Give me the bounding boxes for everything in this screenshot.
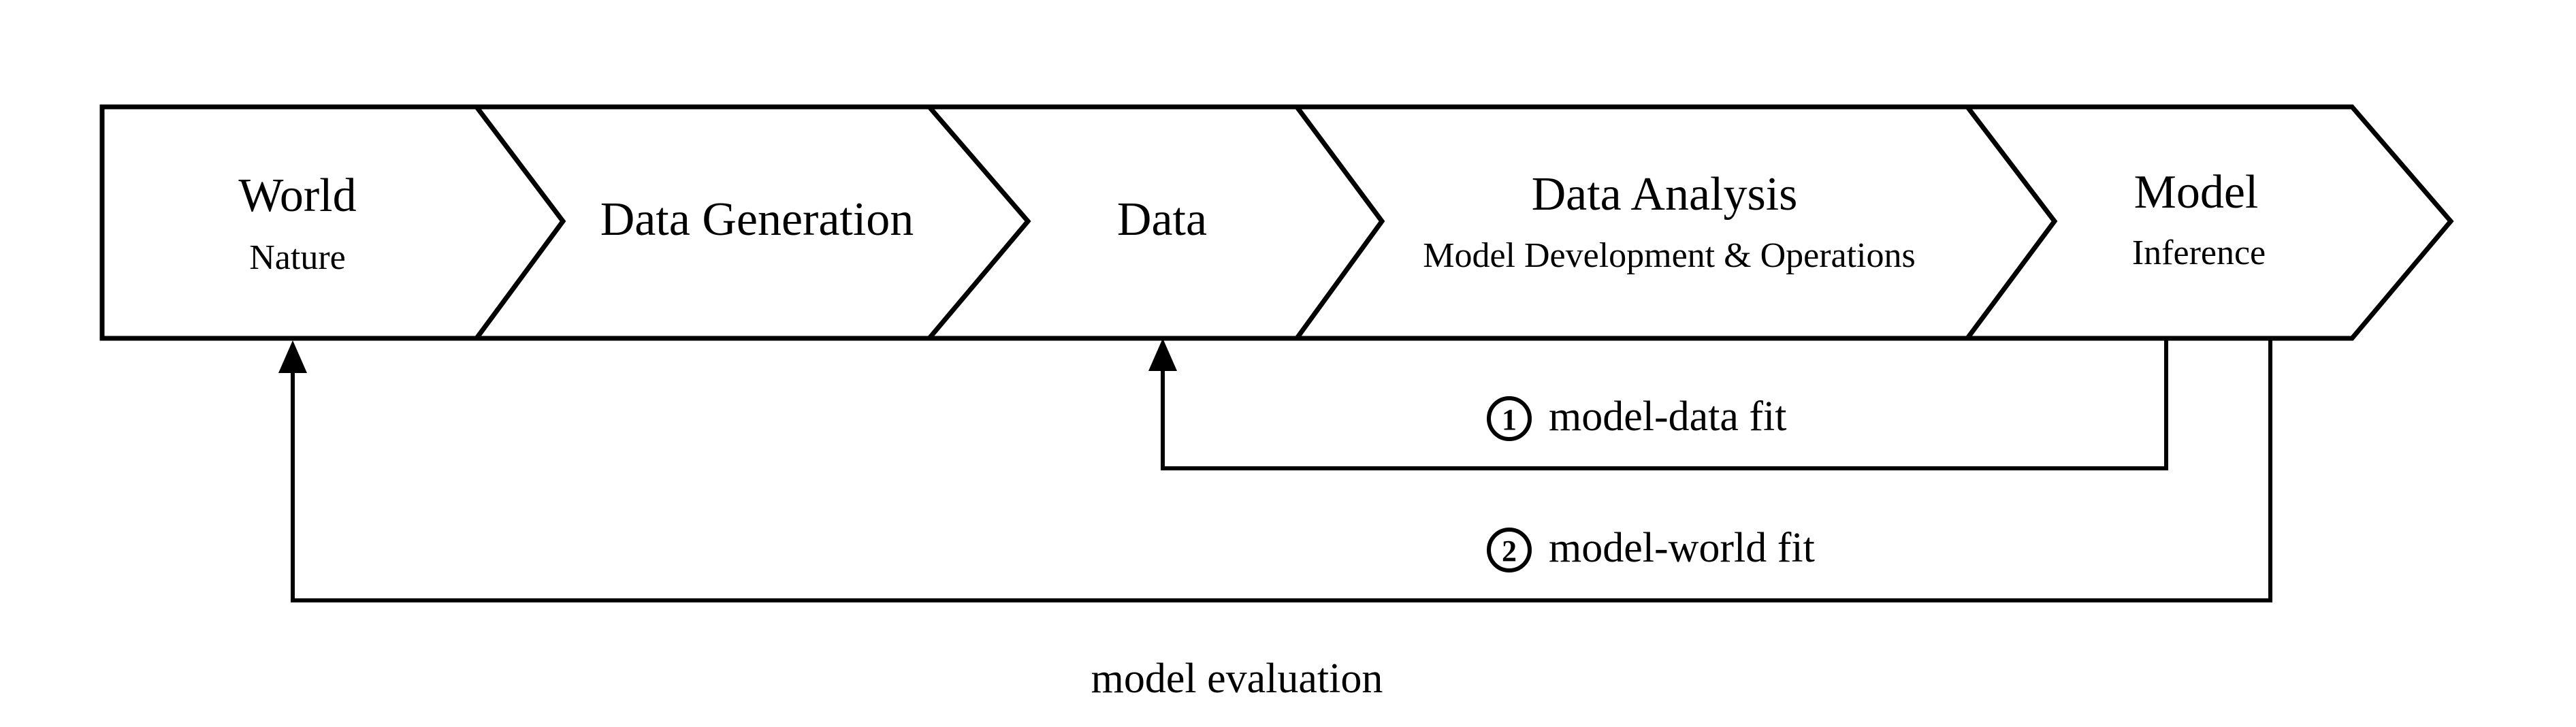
stage-model-subtitle: Inference: [2132, 233, 2266, 272]
stage-data-title: Data: [1117, 193, 1207, 246]
model-data-fit-connector: [1161, 338, 2168, 470]
model-evaluation-caption: model evaluation: [1091, 656, 1383, 702]
badge-1-number: 1: [1502, 403, 1517, 436]
model-world-fit-label: model-world fit: [1549, 525, 1815, 571]
stage-data-analysis-subtitle: Model Development & Operations: [1423, 236, 1916, 275]
stage-world-title: World: [238, 169, 356, 222]
stage-world-subtitle: Nature: [249, 238, 345, 277]
badge-2-number: 2: [1502, 534, 1517, 568]
model-world-fit-connector: [291, 338, 2272, 602]
stage-data-analysis-shape: [1292, 104, 2058, 341]
stage-model-title: Model: [2134, 166, 2259, 219]
model-world-fit-arrowhead: [278, 340, 307, 373]
stage-world-shape: [99, 104, 566, 341]
badge-2-circle: [1487, 528, 1532, 572]
stage-data-generation-title: Data Generation: [600, 193, 914, 246]
stage-data-analysis-title: Data Analysis: [1532, 168, 1798, 221]
model-data-fit-arrowhead: [1148, 338, 1177, 371]
model-data-fit-label: model-data fit: [1549, 393, 1786, 440]
stage-model-shape: [1962, 104, 2454, 341]
badge-1-circle: [1487, 396, 1532, 441]
